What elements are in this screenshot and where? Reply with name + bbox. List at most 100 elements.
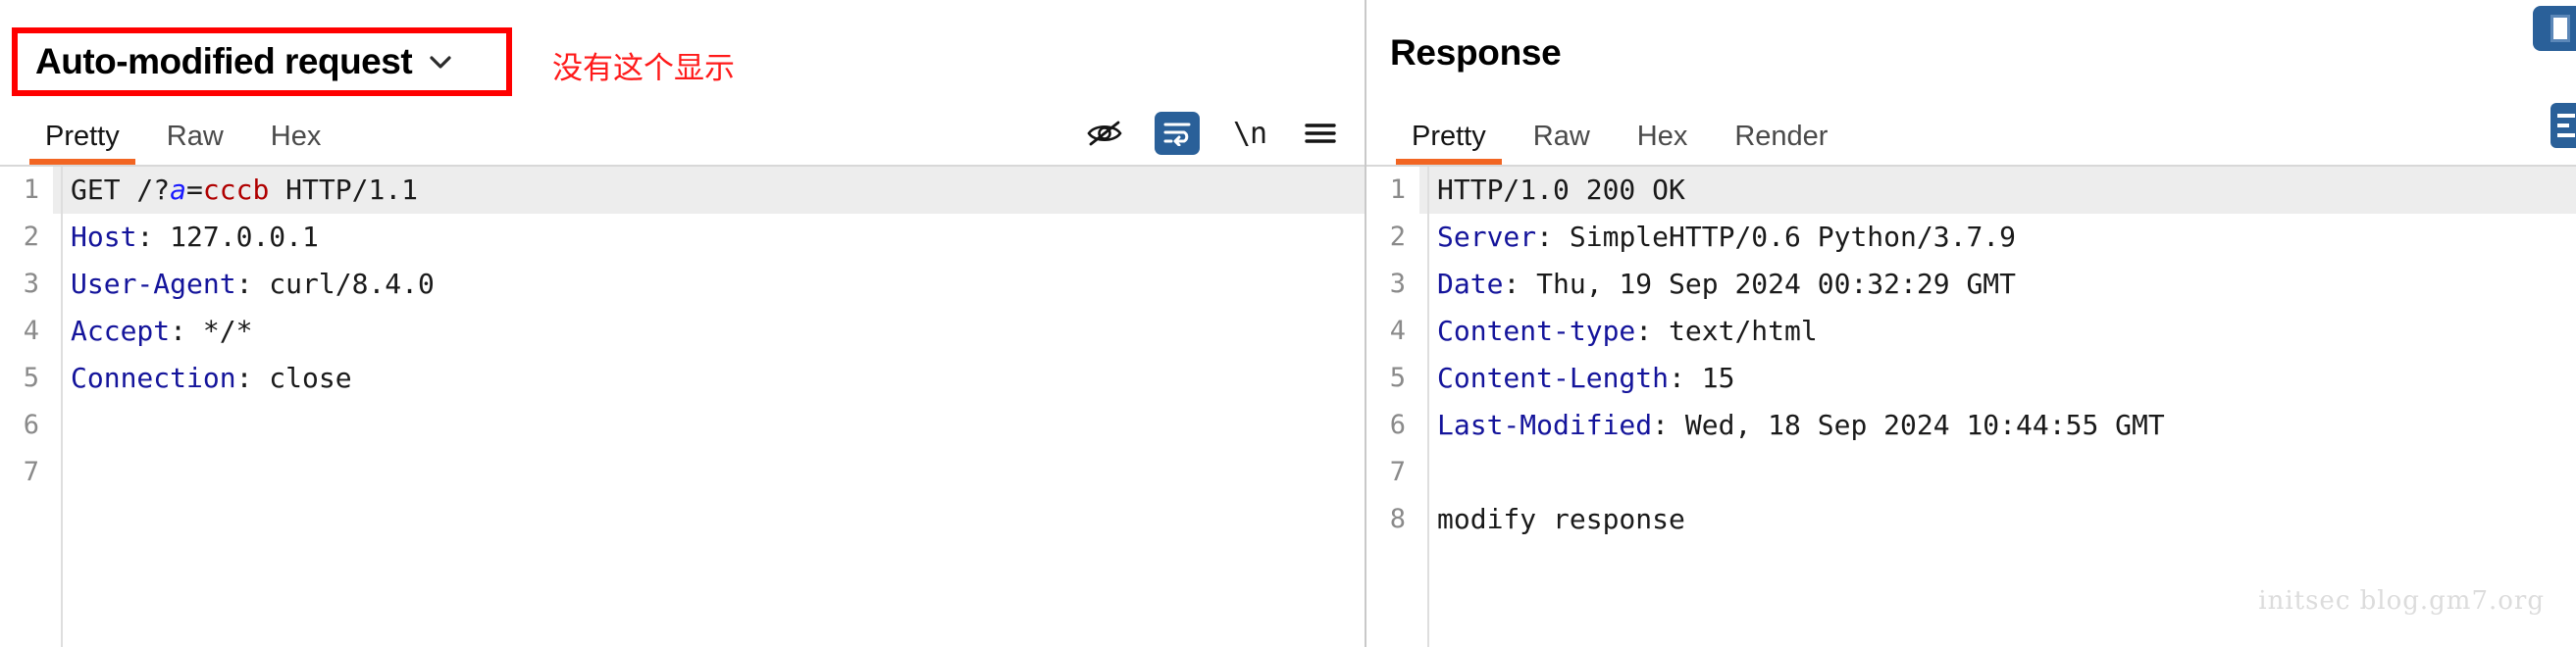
hamburger-menu-icon[interactable] <box>1300 113 1341 154</box>
response-tab-hex[interactable]: Hex <box>1636 121 1688 152</box>
line-number: 5 <box>1389 363 1406 393</box>
response-tabbar: Pretty Raw Hex Render <box>1366 106 2576 167</box>
line-content: Host: 127.0.0.1 <box>53 214 1365 261</box>
request-tab-raw[interactable]: Raw <box>166 121 224 152</box>
code-token: Accept <box>71 315 171 347</box>
side-panel-icon[interactable] <box>2533 6 2576 51</box>
code-token: Last-Modified <box>1437 409 1653 441</box>
wrap-line-2 <box>2557 124 2569 127</box>
wrap-line-3 <box>2557 133 2575 137</box>
line-content: Last-Modified: Wed, 18 Sep 2024 10:44:55… <box>1419 402 2576 449</box>
word-wrap-icon[interactable] <box>1155 112 1200 155</box>
line-number: 7 <box>1389 457 1406 487</box>
line-number: 3 <box>23 269 39 299</box>
newline-toggle-icon[interactable]: \n <box>1232 116 1267 151</box>
response-tab-pretty[interactable]: Pretty <box>1388 121 1510 165</box>
code-token: a <box>170 174 187 206</box>
line-content: Connection: close <box>53 355 1365 402</box>
code-line: 6 <box>0 402 1365 449</box>
response-code-lines: 1 HTTP/1.0 200 OK 2 Server: SimpleHTTP/0.6 … <box>1366 167 2576 543</box>
line-content: Content-Length: 15 <box>1419 355 2576 402</box>
code-token: HTTP/1.0 200 OK <box>1437 174 1685 206</box>
word-wrap-edge-icon[interactable] <box>2550 103 2576 148</box>
code-line: 4 Content-type: text/html <box>1366 308 2576 355</box>
line-content: Server: SimpleHTTP/0.6 Python/3.7.9 <box>1419 214 2576 261</box>
line-content <box>1419 449 2576 496</box>
code-line: 1 HTTP/1.0 200 OK <box>1366 167 2576 214</box>
code-token: : curl/8.4.0 <box>235 268 435 300</box>
response-tab-render[interactable]: Render <box>1734 121 1829 152</box>
code-token: Host <box>71 221 137 253</box>
line-content: Date: Thu, 19 Sep 2024 00:32:29 GMT <box>1419 261 2576 308</box>
code-line: 5 Connection: close <box>0 355 1365 402</box>
request-tab-hex[interactable]: Hex <box>270 121 322 152</box>
line-number: 4 <box>1389 316 1406 346</box>
line-content: HTTP/1.0 200 OK <box>1419 167 2576 214</box>
line-content: GET /?a=cccb HTTP/1.1 <box>53 167 1365 214</box>
request-header-row: Auto-modified request 没有这个显示 <box>0 0 1365 106</box>
code-token: : 15 <box>1669 362 1735 394</box>
code-token: : 127.0.0.1 <box>136 221 319 253</box>
response-code-area[interactable]: 1 HTTP/1.0 200 OK 2 Server: SimpleHTTP/0.6 … <box>1366 167 2576 647</box>
response-gutter-divider <box>1427 167 1429 647</box>
line-number: 6 <box>23 410 39 440</box>
side-panel-glyph <box>2550 15 2570 42</box>
auto-modified-request-dropdown[interactable]: Auto-modified request <box>12 27 512 96</box>
response-tab-raw[interactable]: Raw <box>1532 121 1590 152</box>
code-token: cccb <box>202 174 270 206</box>
request-tabbar: Pretty Raw Hex <box>0 106 1365 167</box>
code-token: : Thu, 19 Sep 2024 00:32:29 GMT <box>1503 268 2017 300</box>
code-token: Content-Length <box>1437 362 1670 394</box>
line-content: Content-type: text/html <box>1419 308 2576 355</box>
code-token: : */* <box>170 315 253 347</box>
line-content <box>53 402 1365 449</box>
code-line: 2 Host: 127.0.0.1 <box>0 214 1365 261</box>
code-token: Server <box>1437 221 1537 253</box>
code-line: 8 modify response <box>1366 496 2576 543</box>
chinese-annotation-text: 没有这个显示 <box>552 51 735 86</box>
line-number: 2 <box>23 222 39 252</box>
response-header-row: Response <box>1366 0 2576 106</box>
request-gutter-divider <box>61 167 63 647</box>
wrap-line-1 <box>2557 114 2575 118</box>
response-tabs: Pretty Raw Hex Render <box>1388 121 1851 165</box>
code-token: User-Agent <box>71 268 236 300</box>
code-token: : SimpleHTTP/0.6 Python/3.7.9 <box>1536 221 2017 253</box>
request-toolbar: \n <box>1084 112 1365 165</box>
line-number: 1 <box>0 167 53 214</box>
line-number: 1 <box>1366 167 1419 214</box>
code-line: 3 User-Agent: curl/8.4.0 <box>0 261 1365 308</box>
request-panel: Auto-modified request 没有这个显示 Pretty Raw He… <box>0 0 1365 647</box>
auto-modified-request-label: Auto-modified request <box>35 41 413 81</box>
request-tabs: Pretty Raw Hex <box>22 121 344 165</box>
code-token: Connection <box>71 362 236 394</box>
response-panel: Response Pretty Raw Hex Render 1 HTTP/1.0 20… <box>1365 0 2576 647</box>
request-tab-pretty[interactable]: Pretty <box>22 121 143 165</box>
line-number: 7 <box>23 457 39 487</box>
code-line: 6 Last-Modified: Wed, 18 Sep 2024 10:44:5… <box>1366 402 2576 449</box>
code-line: 7 <box>0 449 1365 496</box>
line-number: 6 <box>1389 410 1406 440</box>
eye-slash-icon[interactable] <box>1084 113 1125 154</box>
line-number: 3 <box>1389 269 1406 299</box>
line-number: 5 <box>23 363 39 393</box>
line-content: Accept: */* <box>53 308 1365 355</box>
line-number: 2 <box>1389 222 1406 252</box>
code-line: 3 Date: Thu, 19 Sep 2024 00:32:29 GMT <box>1366 261 2576 308</box>
response-title: Response <box>1390 32 1562 73</box>
code-token: HTTP/1.1 <box>269 174 419 206</box>
code-token: modify response <box>1437 503 1685 535</box>
code-line: 2 Server: SimpleHTTP/0.6 Python/3.7.9 <box>1366 214 2576 261</box>
watermark-text: initsec blog.gm7.org <box>2258 586 2545 616</box>
code-token: : close <box>235 362 352 394</box>
line-content: modify response <box>1419 496 2576 543</box>
chevron-down-icon[interactable] <box>428 49 453 75</box>
code-token: : Wed, 18 Sep 2024 10:44:55 GMT <box>1652 409 2165 441</box>
code-token: Date <box>1437 268 1504 300</box>
line-number: 8 <box>1389 504 1406 534</box>
